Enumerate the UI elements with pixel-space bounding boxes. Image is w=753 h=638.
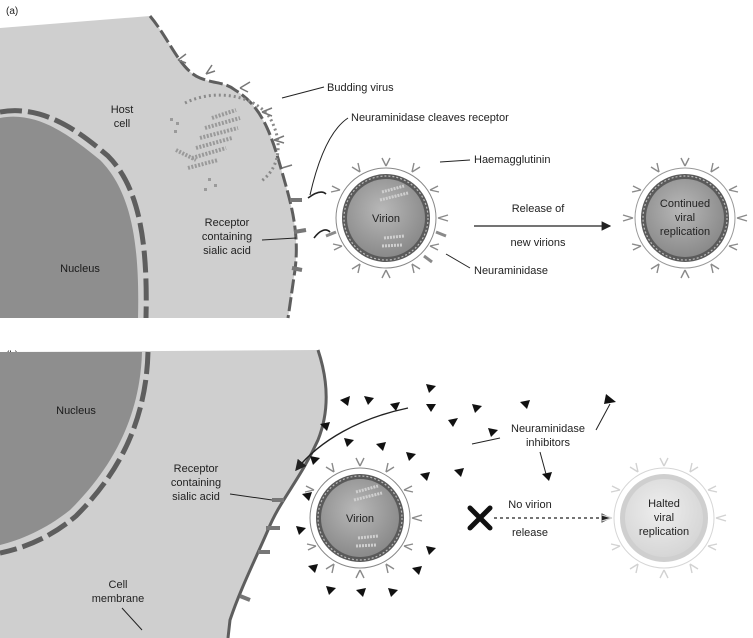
receptor-label-b-line2: containing: [171, 477, 221, 489]
neuraminidase-cleaves-label: Neuraminidase cleaves receptor: [351, 112, 509, 124]
blocked-release-arrow: [295, 407, 409, 472]
cleave-arrow-1: [307, 191, 327, 199]
nucleus-label-a: Nucleus: [60, 263, 100, 275]
inhibitors-leader-right: [595, 403, 611, 431]
continued-label-line1: Continued: [660, 198, 710, 210]
nucleus-label-b: Nucleus: [56, 405, 96, 417]
inhibitors-leader-left: [471, 437, 501, 445]
membrane-spikes-a: [177, 53, 307, 272]
virion-a-neuraminidase: [325, 230, 447, 264]
haemagglutinin-label: Haemagglutinin: [474, 154, 550, 166]
neuraminidase-leader: [445, 253, 471, 269]
release-label-line1: Release of: [512, 203, 566, 215]
panel-a-tag: (a): [6, 6, 18, 17]
cell-membrane-leader: [121, 607, 143, 631]
continued-label-line2: viral: [675, 212, 695, 224]
viral-rna-segments-a: [175, 108, 241, 170]
receptor-label-b-line1: Receptor: [174, 463, 219, 475]
panel-a: (a): [0, 6, 748, 319]
neuraminidase-label: Neuraminidase: [474, 265, 548, 277]
nuclear-envelope-a: [0, 108, 149, 319]
inhibitors-label-line2: inhibitors: [526, 437, 571, 449]
nucleus-a: [0, 116, 139, 318]
receptor-label-a-line1: Receptor: [205, 217, 250, 229]
receptor-label-b-line3: sialic acid: [172, 491, 220, 503]
cell-membrane-b: [226, 349, 328, 638]
neuraminidase-inhibitors: [296, 384, 616, 597]
membrane-spikes-b: [239, 498, 284, 602]
virion-label-b: Virion: [346, 513, 374, 525]
haemagglutinin-leader: [439, 159, 471, 163]
host-cell-label-line1: Host: [111, 104, 134, 116]
neuraminidase-cleaves-leader: [309, 117, 349, 196]
nucleus-b: [0, 352, 142, 545]
halted-label-line2: viral: [654, 512, 674, 524]
continued-label-line3: replication: [660, 226, 710, 238]
cleave-arrow-2: [313, 229, 331, 239]
block-x-icon: [467, 505, 493, 531]
receptor-label-a-line3: sialic acid: [203, 245, 251, 257]
halted-virion: [601, 457, 727, 579]
panel-b: (b) Nucleus Receptor containing sialic a…: [0, 349, 727, 638]
nuclear-envelope-b: [0, 351, 151, 556]
receptor-leader-a: [261, 237, 297, 241]
inhibitors-label-line1: Neuraminidase: [511, 423, 585, 435]
no-release-label-line1: No virion: [508, 499, 551, 511]
budding-virus-leader: [281, 86, 325, 99]
virion-b: [304, 457, 423, 579]
scattered-particles-a: [170, 118, 217, 191]
no-release-label-line2: release: [512, 527, 548, 539]
virion-a: [325, 157, 449, 279]
cell-membrane-label-line1: Cell: [109, 579, 128, 591]
continued-virion: [622, 157, 748, 279]
halted-label-line1: Halted: [648, 498, 680, 510]
virion-a-spikes: [330, 157, 449, 279]
virion-label-a: Virion: [372, 213, 400, 225]
receptor-leader-b: [229, 493, 273, 501]
release-label-line2: new virions: [510, 237, 566, 249]
host-cell-label-line2: cell: [114, 118, 131, 130]
budding-virus-label: Budding virus: [327, 82, 394, 94]
inhibitors-leader-down: [539, 451, 547, 475]
receptor-label-a-line2: containing: [202, 231, 252, 243]
cell-membrane-label-line2: membrane: [92, 593, 145, 605]
halted-label-line3: replication: [639, 526, 689, 538]
